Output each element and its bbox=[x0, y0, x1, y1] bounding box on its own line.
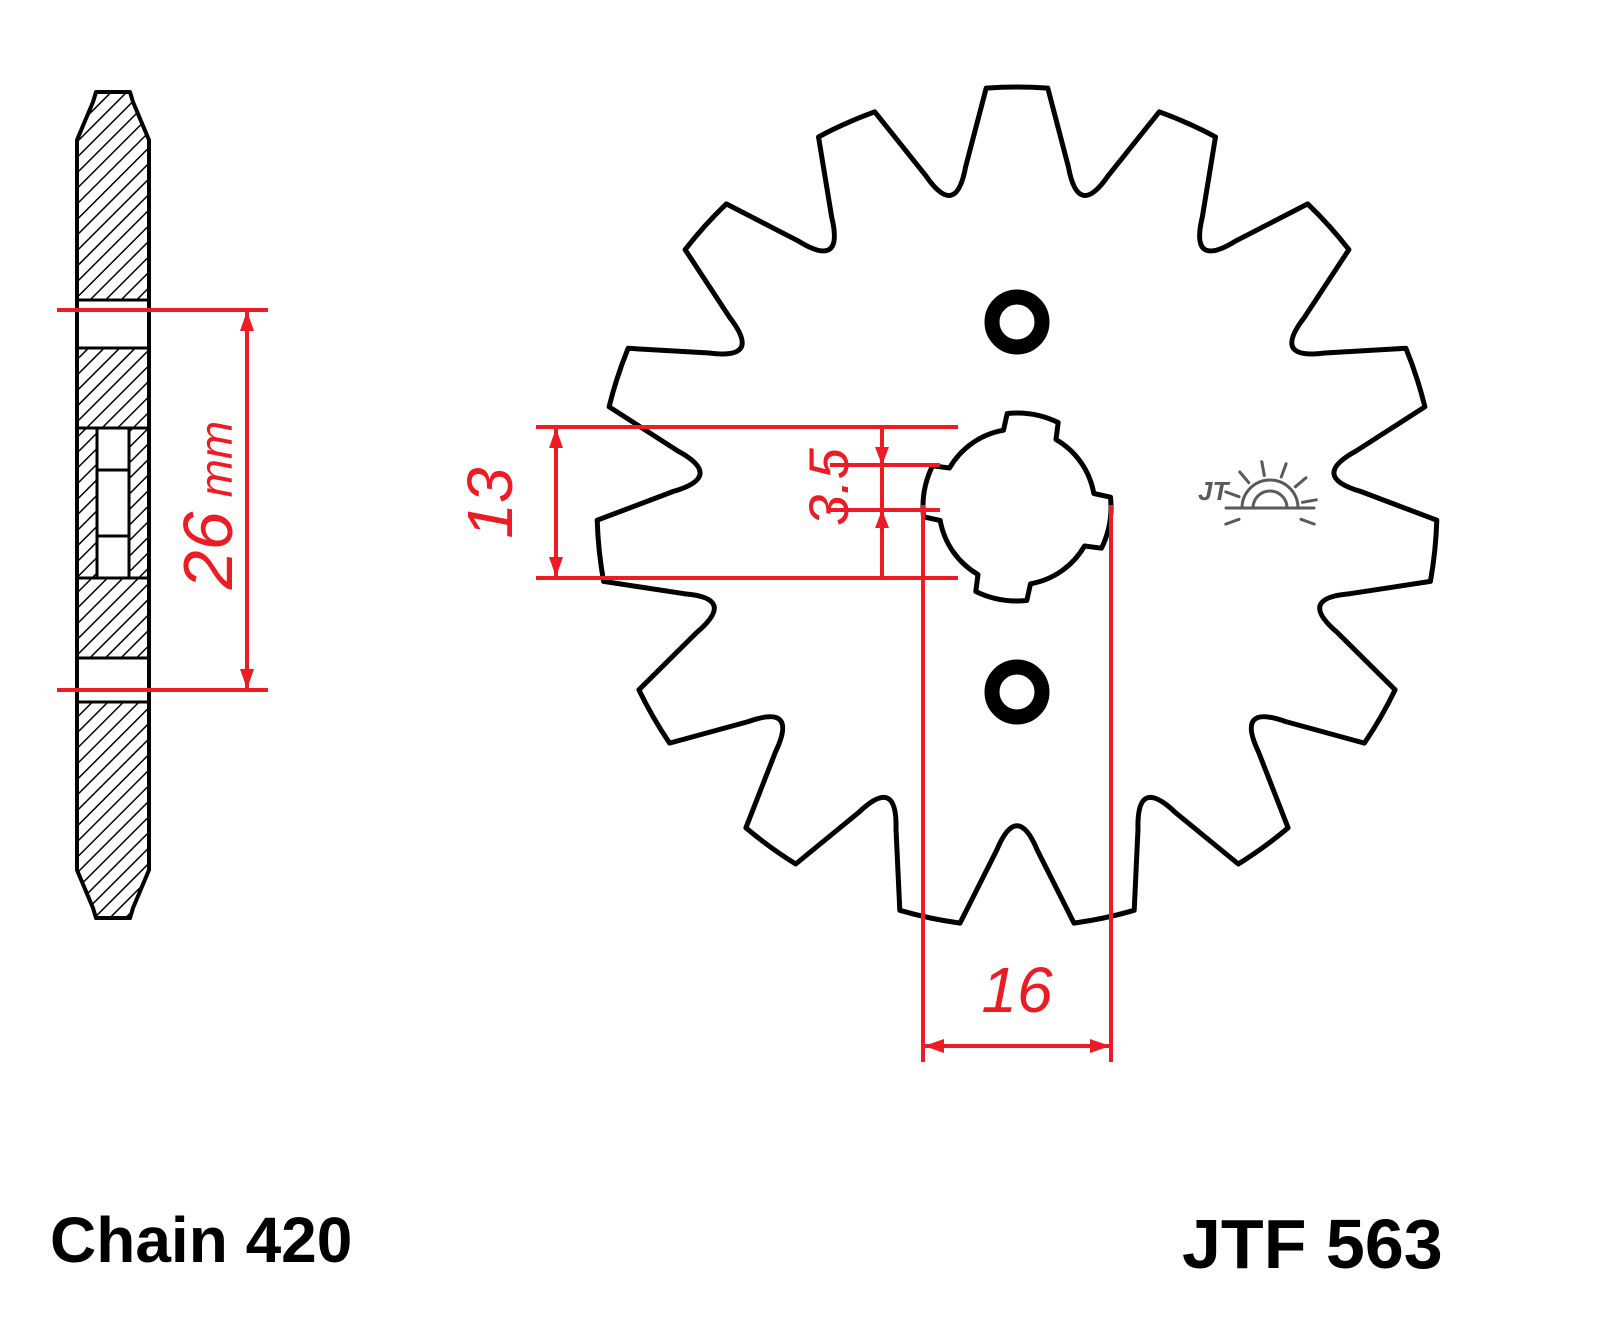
logo-ray bbox=[1224, 490, 1241, 499]
part-code-label: JTF 563 bbox=[1182, 1205, 1443, 1283]
logo-sun-rays bbox=[1224, 460, 1318, 526]
arrowhead-up bbox=[240, 311, 254, 331]
dim-value-26: 26 bbox=[169, 511, 247, 590]
dimension-text-16: 16 bbox=[981, 954, 1053, 1026]
sprocket-front-view: JT 13 3.5 bbox=[454, 84, 1440, 1062]
logo-sun-inner-arc bbox=[1251, 489, 1289, 510]
logo-ray bbox=[1299, 517, 1316, 526]
dimension-text-26mm: 26 mm bbox=[169, 421, 247, 591]
chain-size-label: Chain 420 bbox=[50, 1204, 352, 1276]
arrowhead-right bbox=[1090, 1039, 1110, 1053]
hatch-band-lower-mid bbox=[77, 578, 149, 658]
hatch-strip-left-hub bbox=[77, 428, 97, 578]
logo-ray bbox=[1301, 498, 1318, 504]
jt-logo: JT bbox=[1198, 460, 1318, 526]
bolt-hole-bottom bbox=[984, 659, 1050, 725]
dimension-3-5: 3.5 bbox=[797, 427, 940, 578]
side-view-section-lines bbox=[75, 298, 151, 704]
dimension-26mm: 26 mm bbox=[57, 308, 268, 692]
logo-ray bbox=[1279, 462, 1288, 479]
side-view-hatching bbox=[77, 92, 149, 918]
arrowhead-up bbox=[875, 510, 889, 528]
sprocket-side-view: 26 mm bbox=[57, 90, 268, 920]
bolt-hole-top bbox=[984, 289, 1050, 355]
dim-unit-mm: mm bbox=[190, 421, 242, 498]
arrowhead-down bbox=[549, 557, 563, 577]
logo-initials: JT bbox=[1198, 476, 1230, 506]
arrowhead-down bbox=[240, 669, 254, 689]
logo-sun-outer-arc bbox=[1240, 478, 1300, 510]
spline-bore-outline bbox=[920, 410, 1114, 604]
hatch-band-top bbox=[77, 92, 149, 300]
dimension-text-13: 13 bbox=[454, 467, 526, 539]
logo-ray bbox=[1260, 460, 1266, 477]
hatch-strip-right-hub bbox=[129, 428, 149, 578]
side-view-outline bbox=[75, 90, 151, 920]
arrowhead-up bbox=[549, 428, 563, 448]
arrowhead-down bbox=[875, 447, 889, 465]
hatch-band-bottom bbox=[77, 702, 149, 918]
dimension-13: 13 bbox=[454, 425, 958, 580]
logo-ray bbox=[1238, 470, 1251, 485]
dimension-16: 16 bbox=[921, 505, 1113, 1062]
logo-ray bbox=[1224, 517, 1241, 526]
logo-ray bbox=[1293, 476, 1308, 489]
hatch-band-upper-mid bbox=[77, 348, 149, 428]
dimension-text-3-5: 3.5 bbox=[797, 447, 860, 526]
arrowhead-left bbox=[924, 1039, 944, 1053]
